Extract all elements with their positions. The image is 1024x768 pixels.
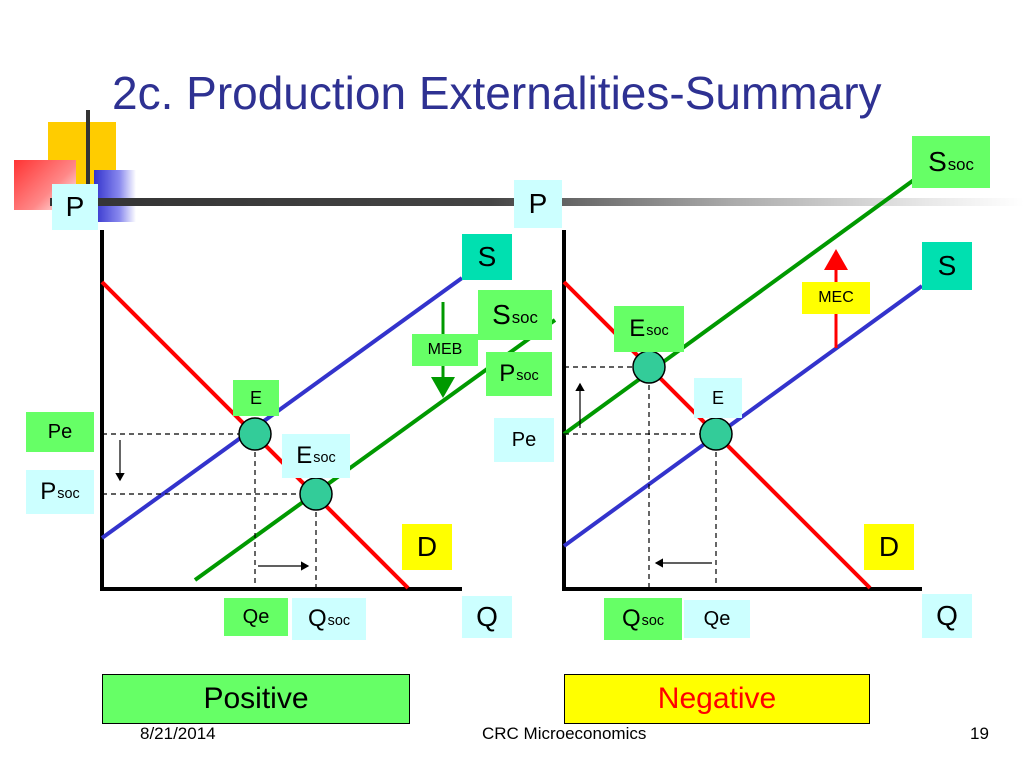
left-supply-label: S bbox=[462, 234, 512, 280]
left-meb-label: MEB bbox=[412, 334, 478, 366]
positive-panel: Positive bbox=[102, 674, 410, 724]
slide-title: 2c. Production Externalities-Summary bbox=[112, 67, 882, 119]
left-demand-label: D bbox=[402, 524, 452, 570]
right-q-e-label: Qe bbox=[684, 600, 750, 638]
right-eq-point bbox=[699, 417, 733, 451]
left-q-e-label: Qe bbox=[224, 598, 288, 636]
decor-square-blue bbox=[94, 170, 136, 222]
left-eq-point bbox=[238, 417, 272, 451]
right-price-e-label: Pe bbox=[494, 418, 554, 462]
left-eq-soc-point bbox=[299, 477, 333, 511]
decor-vertical-line bbox=[86, 110, 90, 220]
left-graph bbox=[100, 230, 557, 591]
right-eq-label: E bbox=[694, 378, 742, 418]
right-supply-label: S bbox=[922, 242, 972, 290]
footer-center: CRC Microeconomics bbox=[482, 724, 647, 743]
negative-panel: Negative bbox=[564, 674, 870, 724]
right-mec-label: MEC bbox=[802, 282, 870, 314]
right-axis-x-label: Q bbox=[922, 594, 972, 638]
left-eq-label: E bbox=[233, 380, 279, 416]
page-number: 19 bbox=[970, 724, 989, 743]
right-supply-curve bbox=[562, 284, 924, 548]
left-axis-x-label: Q bbox=[462, 596, 512, 638]
footer-date: 8/21/2014 bbox=[140, 724, 216, 743]
right-social-supply-curve bbox=[562, 172, 924, 436]
right-demand-label: D bbox=[864, 524, 914, 570]
right-eq-soc-point bbox=[632, 350, 666, 384]
left-axis-y-label: P bbox=[52, 184, 98, 230]
left-supply-curve bbox=[100, 276, 464, 540]
right-axis-y-label: P bbox=[514, 180, 562, 228]
left-price-e-label: Pe bbox=[26, 412, 94, 452]
